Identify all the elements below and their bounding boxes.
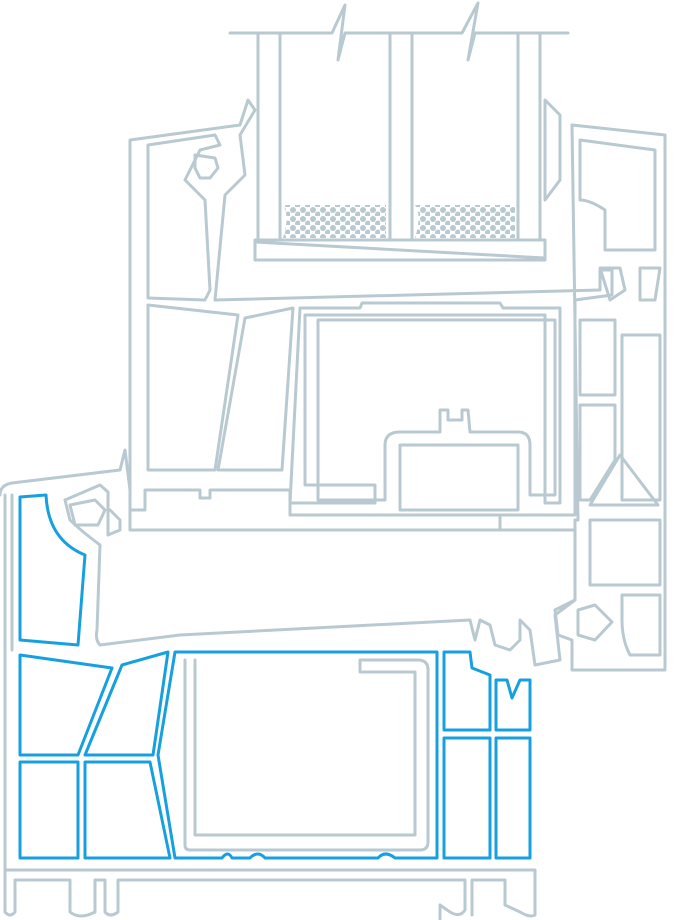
glass-panes bbox=[253, 31, 547, 262]
glazing-bar bbox=[253, 238, 547, 262]
glass-pane-inner bbox=[516, 31, 542, 242]
spacer-2 bbox=[415, 205, 515, 238]
glass-pane-outer bbox=[256, 31, 282, 242]
frame-highlight-chambers bbox=[18, 493, 532, 860]
glass-pane-middle bbox=[388, 31, 414, 242]
spacer-1 bbox=[283, 205, 386, 238]
frame-bottom-feet bbox=[3, 868, 537, 920]
frame-right-profile bbox=[553, 123, 667, 672]
